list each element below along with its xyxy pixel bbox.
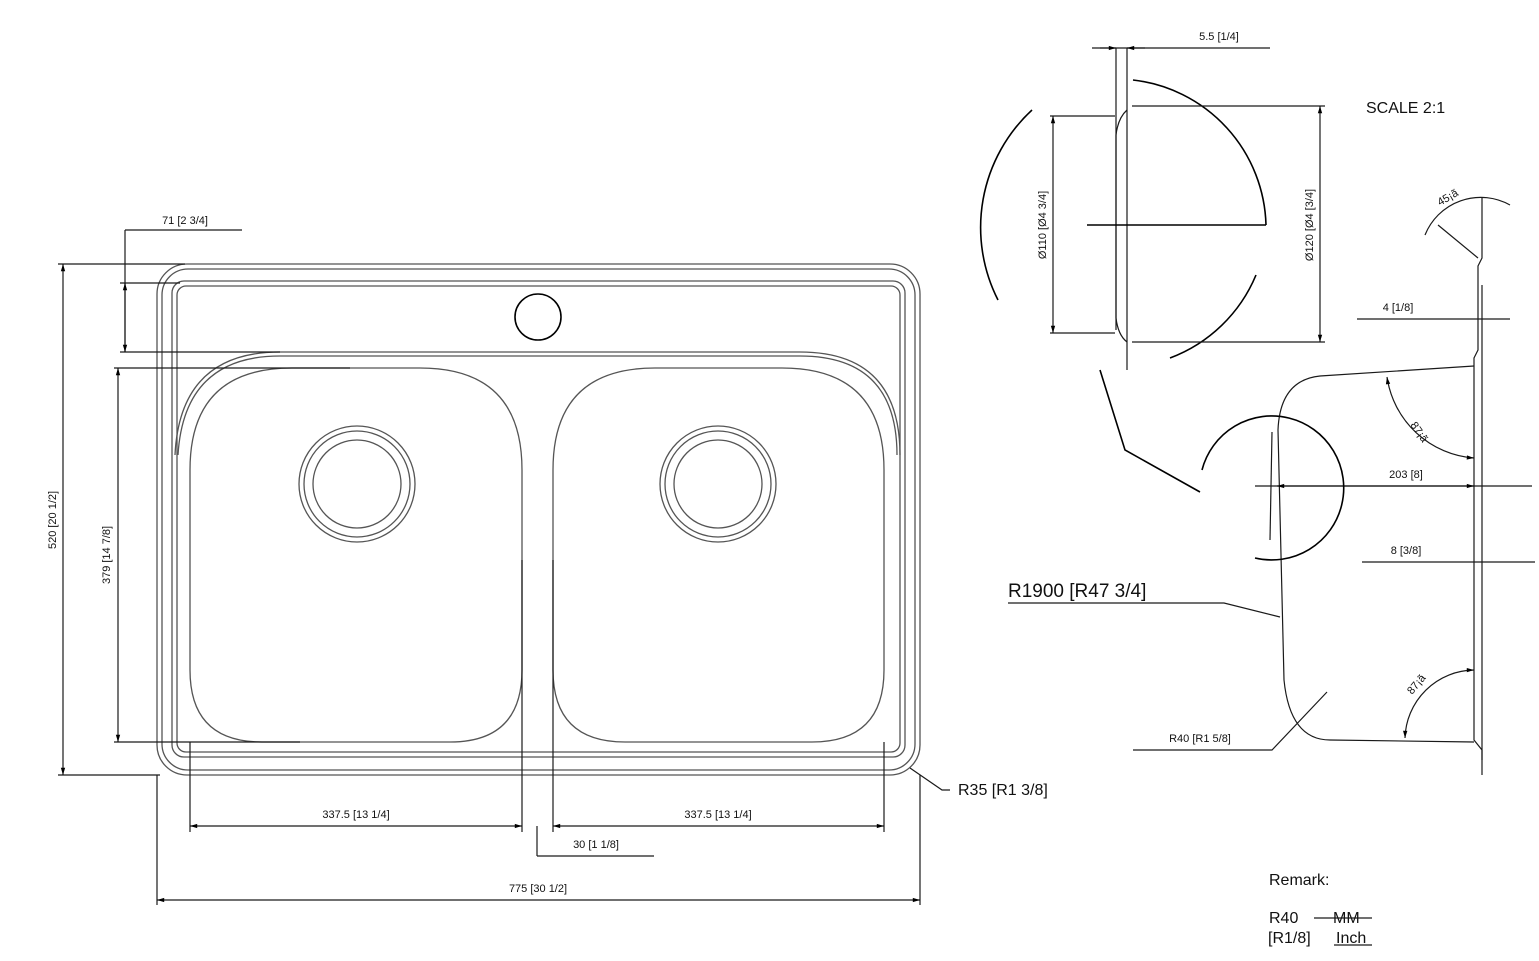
dim-rim: 4 [1/8] (1383, 302, 1414, 314)
drain-detail-view: 5.5 [1/4] Ø110 [Ø4 3/4] Ø120 [Ø4 [3/4] (979, 31, 1325, 493)
section-view: 45¡ã 4 [1/8] 87¡ã 203 [8] 8 [3/8] R1900 … (1008, 187, 1535, 775)
dim-back-ledge: 71 [2 3/4] (162, 215, 208, 227)
remark-inch-value: [R1/8] (1268, 930, 1311, 947)
bottom-radius-label: R40 [R1 5/8] (1169, 733, 1231, 745)
left-bowl (189, 367, 523, 743)
dim-overall-depth: 520 [20 1/2] (47, 491, 59, 549)
dim-left-bowl-width: 337.5 [13 1/4] (322, 809, 389, 821)
remark-inch-unit: Inch (1336, 930, 1366, 947)
angle-lower: 87¡ã (1405, 672, 1429, 697)
right-bowl (552, 367, 885, 743)
faucet-hole (514, 293, 562, 341)
plan-view: 520 [20 1/2] 379 [14 7/8] 71 [2 3/4] 337… (47, 215, 1048, 905)
dim-bowl-depth: 379 [14 7/8] (101, 526, 113, 584)
dim-divider: 30 [1 1/8] (573, 839, 619, 851)
dim-overall-width: 775 [30 1/2] (509, 883, 567, 895)
remark-block: Remark: R40 MM [R1/8] Inch (1268, 872, 1372, 947)
dim-inner-diameter: Ø110 [Ø4 3/4] (1037, 191, 1049, 259)
sink-outer-rim (156, 263, 921, 776)
remark-mm-value: R40 (1269, 910, 1298, 927)
dim-outer-diameter: Ø120 [Ø4 [3/4] (1304, 189, 1316, 261)
dim-depth: 203 [8] (1389, 469, 1423, 481)
scale-label: SCALE 2:1 (1366, 100, 1445, 117)
remark-title: Remark: (1269, 872, 1329, 889)
dim-right-bowl-width: 337.5 [13 1/4] (684, 809, 751, 821)
wall-radius-label: R1900 [R47 3/4] (1008, 581, 1146, 602)
right-drain (659, 425, 777, 543)
dim-flange: 5.5 [1/4] (1199, 31, 1239, 43)
corner-radius-label: R35 [R1 3/8] (958, 782, 1048, 799)
angle-top: 45¡ã (1436, 187, 1462, 209)
sink-inner-rim (171, 280, 906, 758)
left-drain (298, 425, 416, 543)
dim-lip: 8 [3/8] (1391, 545, 1422, 557)
